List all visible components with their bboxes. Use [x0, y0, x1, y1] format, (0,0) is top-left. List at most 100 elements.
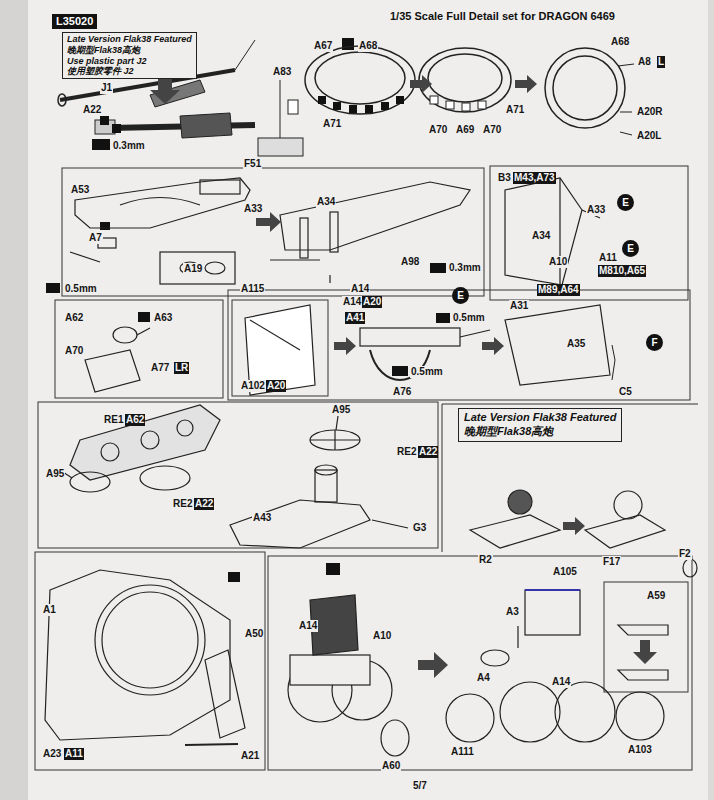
part-number: A14	[298, 620, 318, 632]
part-number: A4	[476, 672, 491, 684]
part-number: A20L	[636, 130, 662, 142]
part-number: A14	[350, 283, 370, 295]
part-number-box: L	[657, 56, 665, 68]
part-number: B3	[497, 172, 512, 184]
gearbox	[60, 405, 697, 577]
panel-frame-part	[490, 166, 688, 300]
part-number-box: A62	[125, 414, 145, 426]
carriage-housing-part	[205, 650, 245, 738]
turntable-ring-part	[428, 54, 502, 102]
turntable-ring-part	[545, 48, 625, 128]
part-number: A31	[509, 300, 529, 312]
carriage-housing-part	[525, 590, 580, 635]
turntable-ring-part-part	[349, 105, 357, 113]
node-text: 晚期型Flak38高炮	[464, 425, 616, 439]
glue-icon-part	[112, 124, 121, 133]
node-text: F	[651, 338, 657, 348]
part-number: A22	[82, 104, 102, 116]
panel-frame-part	[604, 582, 688, 692]
part-number: A70	[428, 124, 448, 136]
panel-frame-part	[62, 168, 484, 296]
turntable-ring-part-part	[462, 103, 470, 111]
direction-arrow-part	[150, 78, 180, 104]
gearbox-part	[70, 472, 110, 492]
paper-part	[28, 0, 708, 800]
part-number: 0.3mm	[448, 262, 482, 274]
sight-parts	[85, 305, 615, 395]
direction-arrow-part	[256, 212, 281, 232]
gearbox-part	[310, 430, 360, 450]
node-text: E	[627, 244, 634, 254]
gearbox-part	[336, 416, 338, 430]
part-number: A70	[482, 124, 502, 136]
part-number: A14	[342, 296, 362, 308]
mount-plate-part	[300, 218, 308, 258]
part-number: 0.5mm	[452, 312, 486, 324]
part-number: A60	[381, 760, 401, 772]
direction-arrow	[150, 75, 657, 678]
mount-plate-part	[205, 262, 225, 274]
turntable-ring-part-part	[446, 101, 454, 109]
direction-arrow-part	[515, 75, 537, 93]
panel-frame-part	[442, 404, 698, 552]
gun-barrel-part	[280, 80, 281, 138]
sight-parts-part	[137, 328, 150, 335]
carriage-housing-part	[446, 694, 494, 742]
part-number: A59	[646, 590, 666, 602]
glue-icon-part	[138, 312, 150, 322]
gearbox-part	[372, 520, 408, 528]
mount-plate-part	[270, 260, 330, 283]
part-number: F51	[243, 158, 262, 170]
part-number: A71	[505, 104, 525, 116]
turntable-ring-part	[618, 64, 634, 135]
gun-barrel-part	[180, 113, 232, 138]
part-number: A62	[64, 312, 84, 324]
gearbox-part	[315, 465, 337, 475]
step-circle: E	[452, 287, 469, 304]
carriage-housing-part	[555, 682, 615, 742]
part-number: A43	[252, 512, 272, 524]
glue-icon-part	[92, 139, 110, 150]
part-number-box: A22	[194, 498, 214, 510]
node-text: Use plastic part J2	[67, 56, 192, 67]
turntable-ring	[305, 46, 634, 135]
part-number: A111	[450, 746, 475, 758]
sight-parts-part	[360, 328, 460, 346]
carriage-housing-part	[517, 626, 518, 648]
part-number: A19	[183, 263, 203, 275]
mount-plate-part	[200, 180, 240, 194]
part-number: A21	[240, 750, 260, 762]
turntable-ring-part	[430, 96, 486, 111]
part-number: A3	[505, 606, 520, 618]
part-number-box: M810,A65	[598, 265, 646, 277]
part-number: A53	[70, 184, 90, 196]
note-box: Late Version Flak38 Featured晚期型Flak38高炮U…	[62, 32, 197, 79]
part-number-box: M89,A64	[537, 284, 580, 296]
gearbox-part	[177, 420, 193, 436]
sight-parts-part	[250, 320, 300, 350]
carriage-housing-part	[618, 625, 668, 635]
direction-arrow-part	[418, 652, 448, 678]
glue-icon-part	[430, 263, 446, 273]
panel-frame	[35, 166, 698, 770]
turntable-ring-part	[553, 56, 617, 120]
part-number: A8	[637, 56, 652, 68]
part-number: A77	[150, 362, 170, 374]
mount-plate-part	[75, 178, 250, 228]
carriage-housing-part	[616, 692, 664, 740]
part-number: A33	[586, 204, 606, 216]
gearbox-part	[508, 490, 532, 514]
gun-barrel-part	[258, 138, 303, 156]
step-circle: F	[646, 334, 663, 351]
glue-icon-part	[100, 222, 110, 230]
part-number: 0.5mm	[64, 283, 98, 295]
part-number: A10	[372, 630, 392, 642]
glue-icon-part	[326, 563, 340, 575]
carriage-housing-part	[618, 670, 668, 680]
mount-plate-part	[160, 252, 235, 284]
turntable-ring-part	[315, 52, 405, 104]
glue-icon-part	[100, 116, 109, 125]
part-number: A83	[272, 66, 292, 78]
part-number: 0.5mm	[410, 366, 444, 378]
